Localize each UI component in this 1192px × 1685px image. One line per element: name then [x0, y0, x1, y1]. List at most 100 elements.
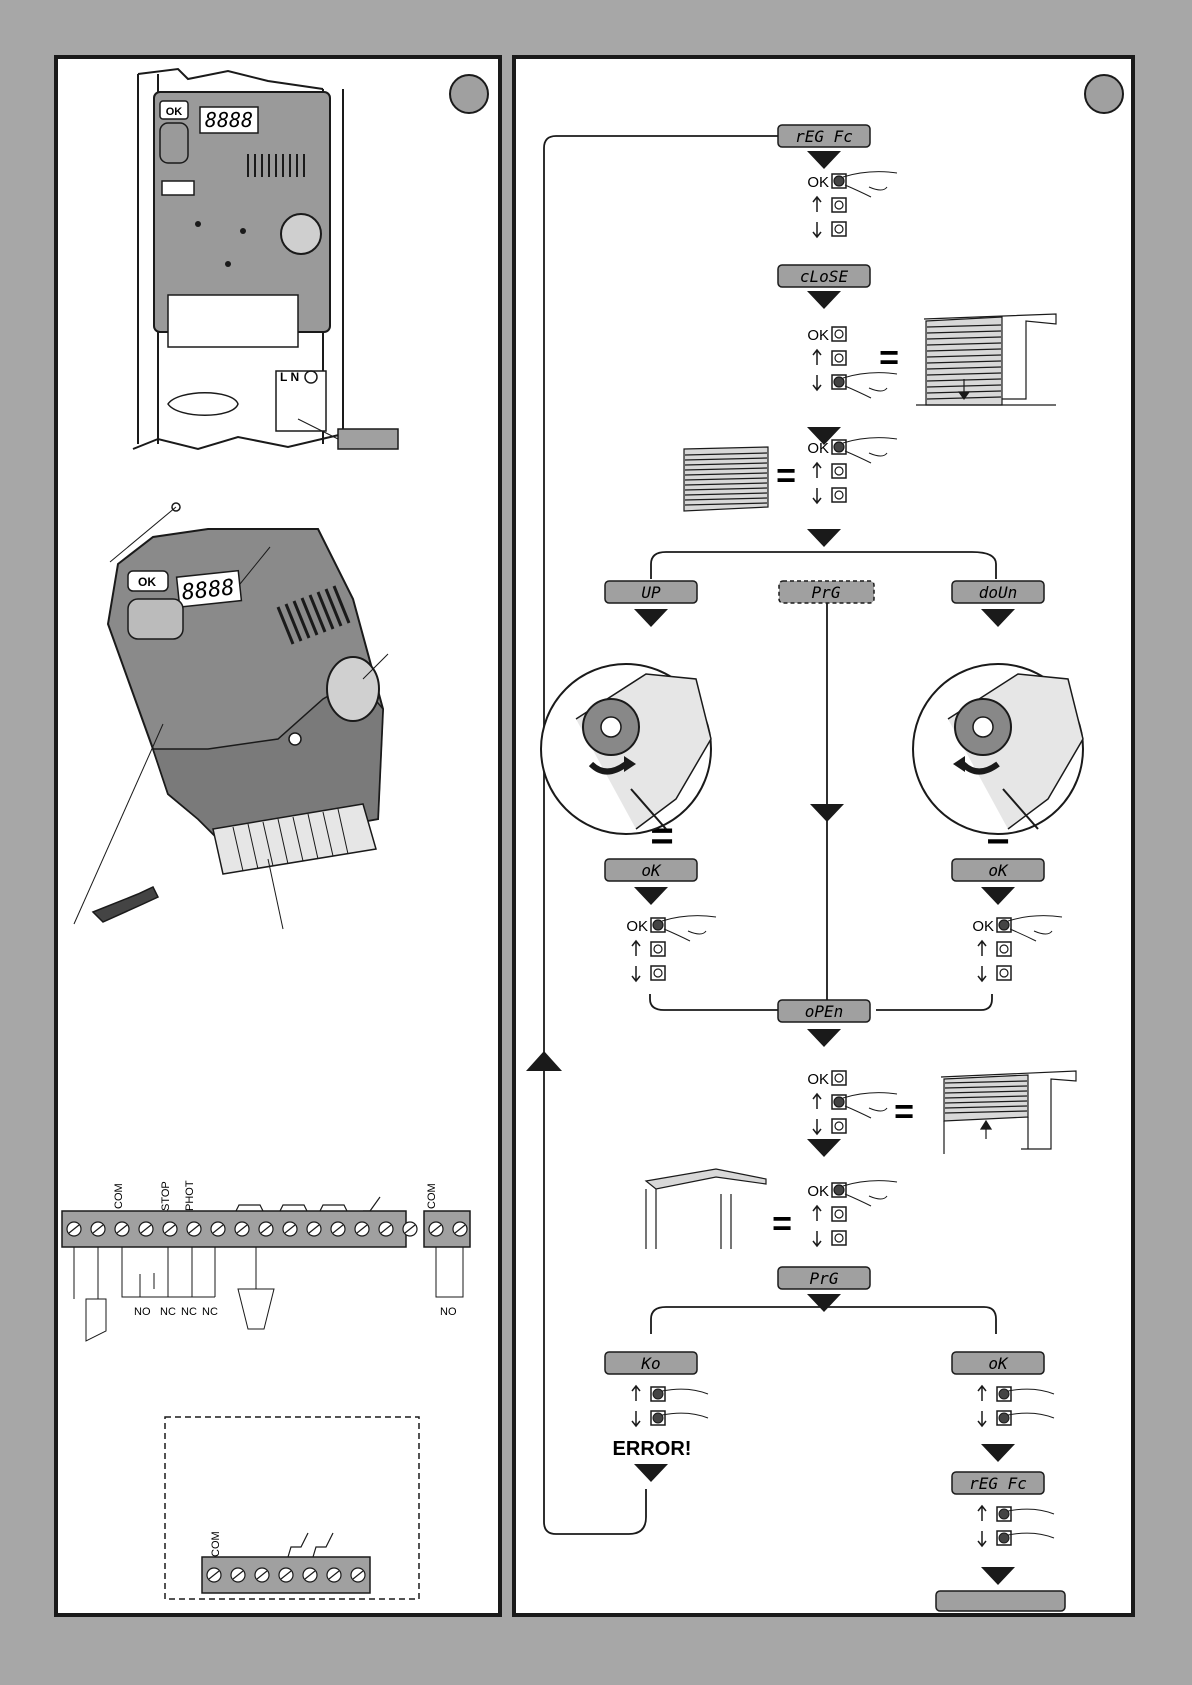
flow-arrow: [807, 529, 841, 547]
terminal-strip: [168, 295, 298, 347]
flow-arrow: [981, 1567, 1015, 1585]
contact-label-nc-3: NC: [202, 1306, 218, 1318]
ok-key-label: OK: [807, 1183, 829, 1200]
svg-text:rEG Fc: rEG Fc: [969, 1474, 1027, 1493]
control-board-perspective: OK 8888: [74, 503, 388, 929]
arrow-down-icon: [813, 1119, 821, 1134]
board-ok-label: OK: [138, 575, 156, 589]
control-unit-housing: OK 8888 L N: [133, 69, 398, 449]
svg-text:PrG: PrG: [810, 1269, 839, 1288]
svg-text:Ko: Ko: [640, 1354, 660, 1373]
svg-text:oPEn: oPEn: [805, 1002, 844, 1021]
arrow-up-icon: [813, 1094, 821, 1109]
ok-key-label: OK: [972, 918, 994, 935]
flow-arrow: [807, 1029, 841, 1047]
flow-arrow: [634, 887, 668, 905]
wiring-diagram: COM STOP PHOT COM NO NC NC NC NO: [62, 1180, 470, 1341]
arrow-up-icon: [978, 1386, 986, 1401]
svg-text:rEG Fc: rEG Fc: [795, 127, 853, 146]
terminal-block: [62, 1211, 406, 1247]
display-up: UP: [605, 581, 697, 603]
display-ok-left: oK: [605, 859, 697, 881]
arrow-down-icon: [813, 222, 821, 237]
terminal-label-com: COM: [113, 1183, 125, 1209]
flow-arrow: [981, 609, 1015, 627]
finger-icon: [1008, 1413, 1054, 1418]
aux-contact-label-no: NO: [440, 1306, 457, 1318]
display-close: cLoSE: [778, 265, 870, 287]
svg-text:PrG: PrG: [812, 583, 841, 602]
finger-icon: [662, 1389, 708, 1394]
arrow-down-icon: [978, 966, 986, 981]
display-prg: PrG: [779, 581, 874, 603]
finger-icon: [662, 916, 716, 941]
flow-arrow: [807, 1139, 841, 1157]
finger-icon: [1008, 916, 1062, 941]
left-illustrations: OK 8888 L N OK 8888: [58, 59, 506, 1621]
relay-label-com: COM: [210, 1531, 222, 1557]
flow-arrow: [807, 1294, 841, 1312]
display-reg-fc: rEG Fc: [778, 125, 870, 147]
finger-icon: [843, 1093, 897, 1118]
arrow-down-icon: [813, 1231, 821, 1246]
flow-arrow: [981, 887, 1015, 905]
arrow-up-icon: [978, 941, 986, 956]
door-closing-icon: [916, 314, 1056, 405]
display-digits: 8888: [205, 108, 253, 132]
equals-open-door: =: [772, 1205, 792, 1243]
arrow-down-icon: [978, 1411, 986, 1426]
board-knob: [327, 657, 379, 721]
finger-icon: [1008, 1389, 1054, 1394]
door-opening-icon: [941, 1071, 1076, 1154]
equals-close: =: [879, 339, 899, 377]
ok-key-label: OK: [807, 1071, 829, 1088]
arrow-down-icon: [813, 375, 821, 390]
arrow-up-icon: [813, 350, 821, 365]
flow-arrow: [634, 609, 668, 627]
contact-label-nc-2: NC: [181, 1306, 197, 1318]
ok-key-label: OK: [807, 174, 829, 191]
flow-arrow: [634, 1464, 668, 1482]
display-prg-2: PrG: [778, 1267, 870, 1289]
svg-text:oK: oK: [988, 861, 1009, 880]
mains-labels: L N: [280, 370, 299, 384]
aux-terminal-label-com: COM: [426, 1183, 438, 1209]
arrow-up-icon: [813, 1206, 821, 1221]
svg-text:oK: oK: [988, 1354, 1009, 1373]
display-open: oPEn: [778, 1000, 870, 1022]
flow-arrow: [810, 804, 844, 822]
ok-key-label: OK: [166, 106, 183, 118]
svg-text:oK: oK: [641, 861, 662, 880]
step-badge-right: [1085, 75, 1123, 113]
finger-icon: [1008, 1509, 1054, 1514]
left-panel: OK 8888 L N OK 8888: [54, 55, 502, 1617]
flow-arrow: [807, 291, 841, 309]
display-reg-fc-2: rEG Fc: [952, 1472, 1044, 1494]
svg-text:doUn: doUn: [979, 583, 1018, 602]
display-ko: Ko: [605, 1352, 697, 1374]
arrow-up-icon: [813, 463, 821, 478]
flow-arrow: [807, 151, 841, 169]
ok-key-label: OK: [807, 440, 829, 457]
finger-icon: [662, 1413, 708, 1418]
right-panel: rEG Fc cLoSE UP PrG doUn oK oK oPEn PrG …: [512, 55, 1135, 1617]
terminal-label-stop: STOP: [160, 1181, 172, 1211]
arrow-up-icon: [978, 1506, 986, 1521]
arrow-up-icon: [632, 1386, 640, 1401]
crank-down-illustration: [913, 664, 1083, 834]
terminal-label-phot: PHOT: [184, 1180, 196, 1211]
ok-key-label: OK: [626, 918, 648, 935]
arrow-up-icon: [813, 197, 821, 212]
finger-icon: [843, 1181, 897, 1206]
display-ok-final: oK: [952, 1352, 1044, 1374]
finger-icon: [843, 172, 897, 197]
error-label: ERROR!: [613, 1438, 692, 1460]
step-badge: [450, 75, 488, 113]
knob: [281, 214, 321, 254]
contact-label-no: NO: [134, 1306, 151, 1318]
flow-arrow: [981, 1444, 1015, 1462]
svg-text:UP: UP: [641, 583, 661, 602]
equals-closed-door: =: [776, 457, 796, 495]
door-open-icon: [646, 1169, 766, 1249]
ok-key-label: OK: [807, 327, 829, 344]
